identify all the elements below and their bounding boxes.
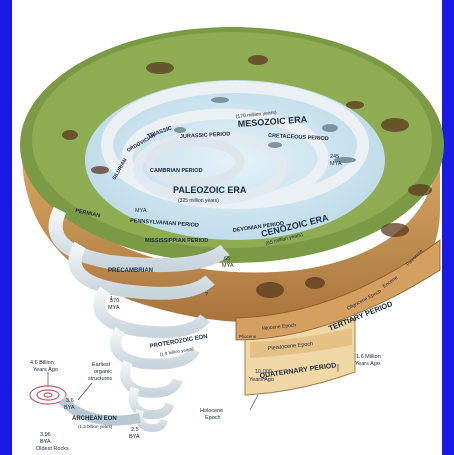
holocene-line1: Holocene [200,408,223,414]
oldest-rocks: Oldest Rocks [36,446,69,452]
bya-2-5-unit: BYA [129,434,140,440]
archean-eon-label: ARCHEAN EON [72,416,117,422]
ya-10000-line1: 10,000 [255,369,272,375]
mya-570-unit: MYA [108,305,120,311]
bya-3-6-unit: BYA [64,405,75,411]
bya-2-5: 2.5 [131,427,139,433]
million-1-6-line1: 1.6 Million [356,354,381,360]
mya-570: 570 [110,298,119,304]
ya-10000-line2: Years Ago [249,377,274,383]
mya-marker: MYA [135,208,147,214]
cambrian-label: CAMBRIAN PERIOD [150,168,203,174]
paleozoic-era-label: PALEOZOIC ERA [173,185,247,195]
age-4-6-line2: Years Ago [33,367,58,373]
mya-245-unit: MYA [330,161,342,167]
organic-line2: organic [94,369,112,375]
bya-3-6: 3.6 [66,398,74,404]
pliocene-label: Pliocene [239,334,257,339]
archean-swirl [30,386,66,404]
mya-65-unit: MYA [222,263,234,269]
bya-3-96-unit: BYA [40,439,51,445]
organic-line1: Earliest [92,362,111,368]
organic-line3: structures [88,376,112,382]
holocene-line2: Epoch [205,415,221,421]
mya-65: 65 [224,256,230,262]
bya-3-96: 3.96 [40,432,51,438]
million-1-6-line2: Years Ago [355,361,380,367]
age-4-6-line1: 4.6 Billion [30,360,54,366]
paleozoic-years-label: (325 million years) [178,198,219,204]
precambrian-label: PRECAMBRIAN [108,268,153,274]
archean-years-label: (1.3 billion years) [78,424,113,429]
question-mark: ? [205,292,208,298]
mississippian-label: MISSISSIPPIAN PERIOD [145,238,208,244]
mya-245: 245 [330,154,339,160]
